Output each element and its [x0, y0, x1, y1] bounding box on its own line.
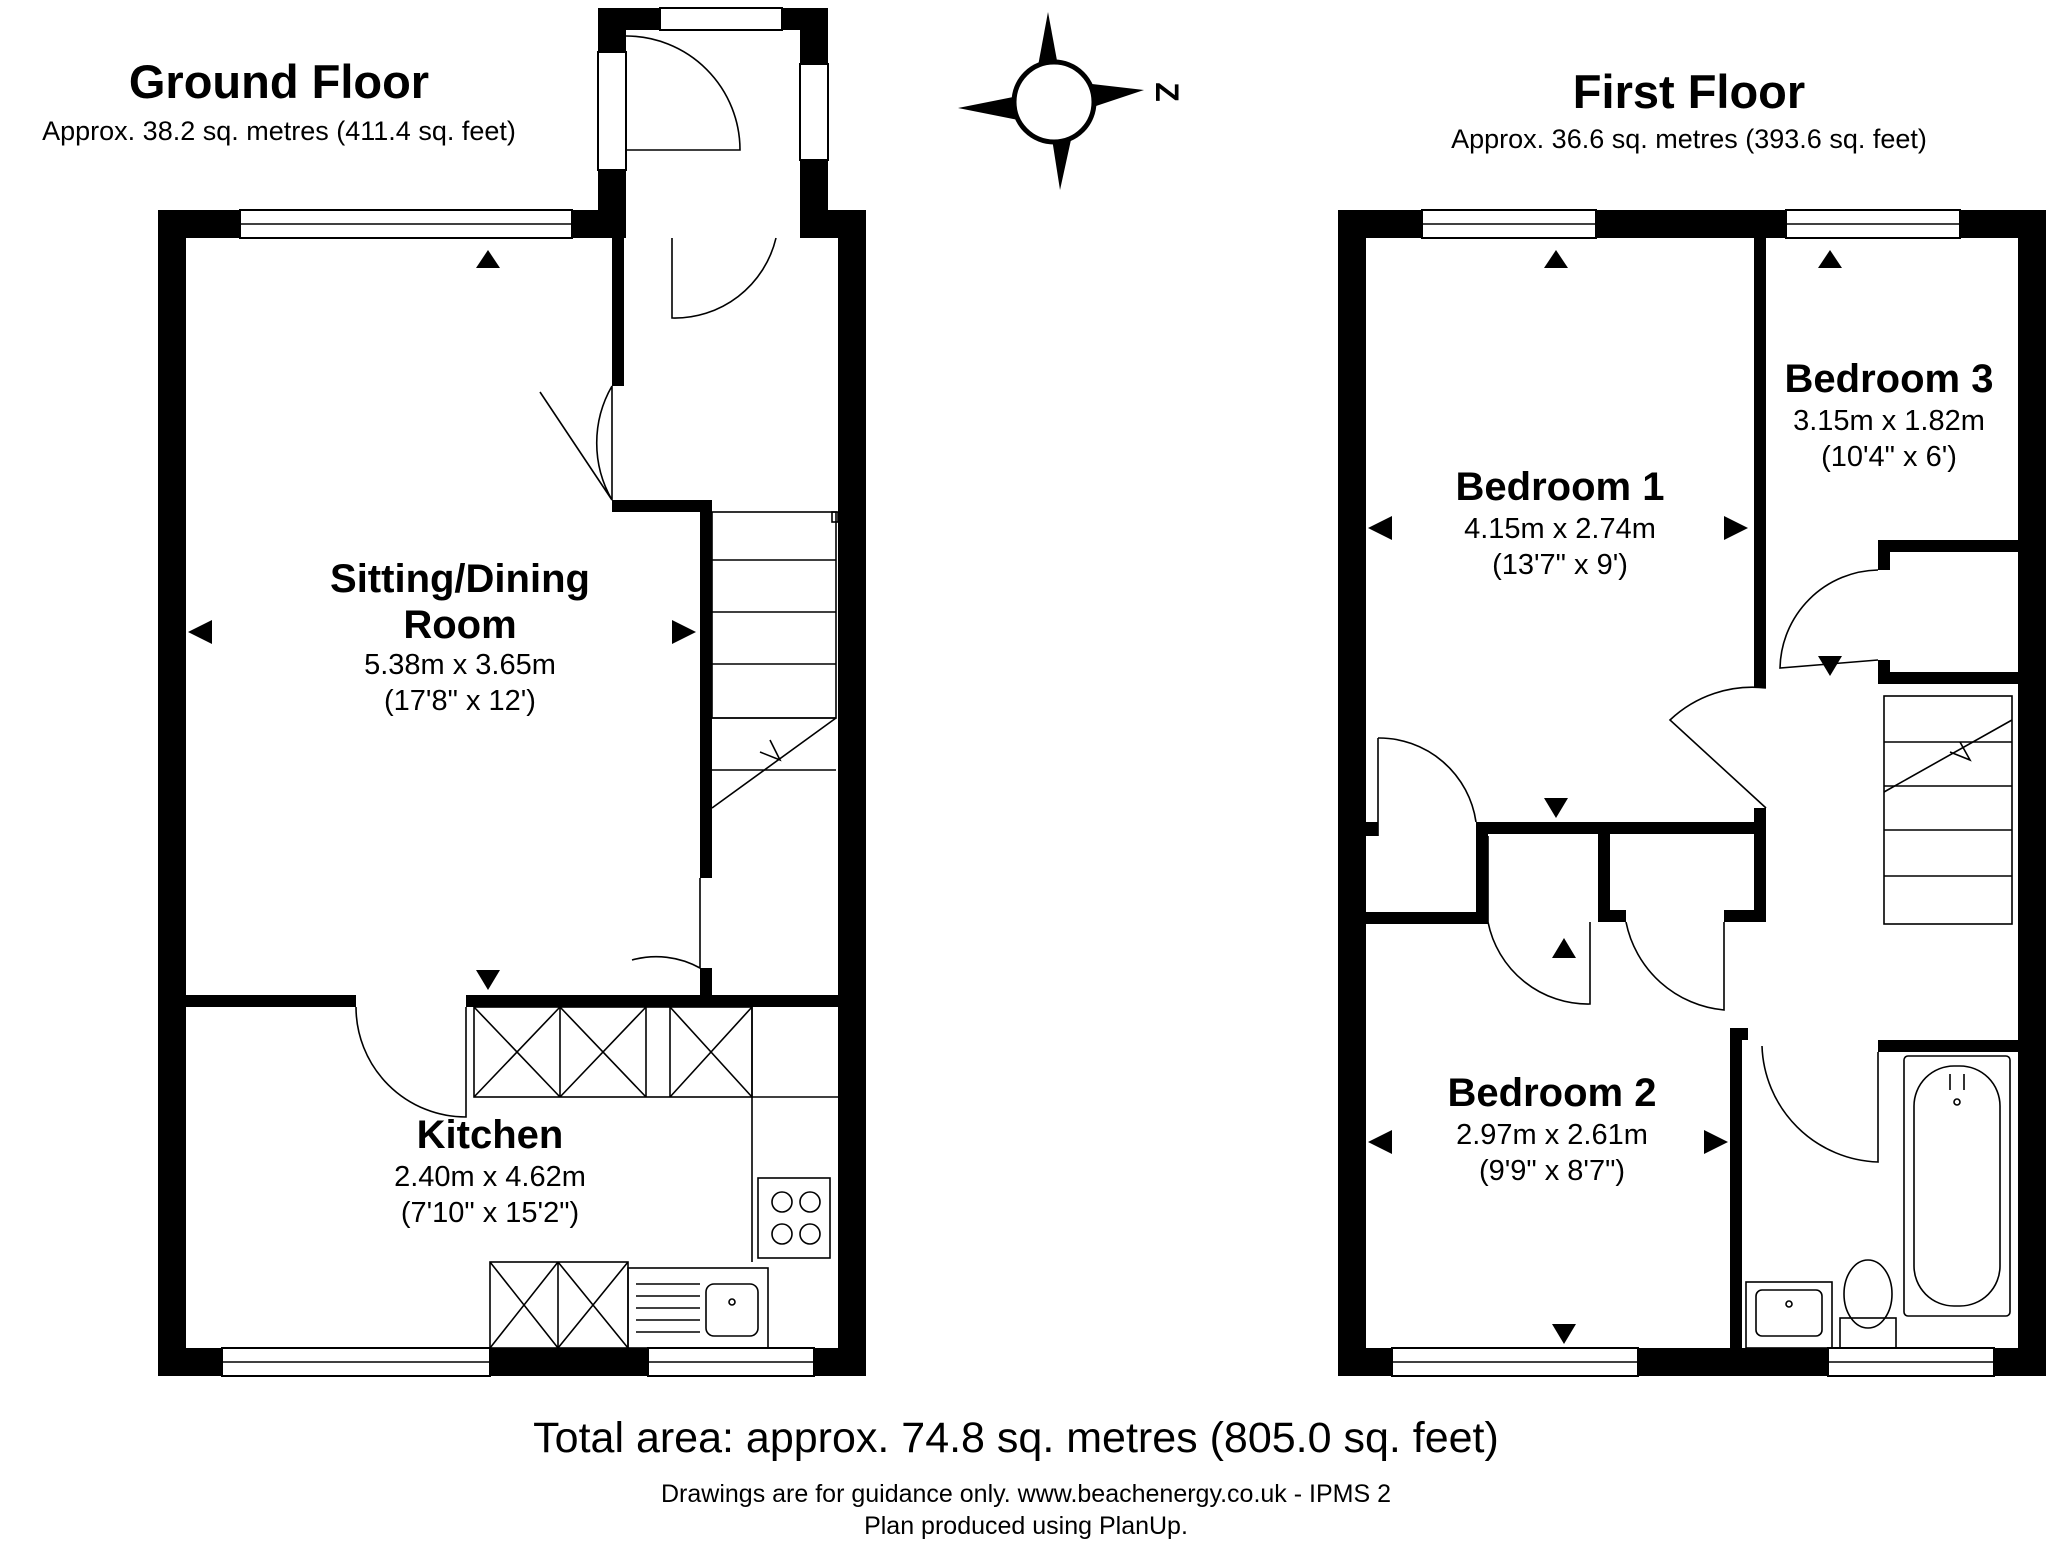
room-bedroom-1-imperial: (13'7" x 9') — [1492, 549, 1628, 581]
room-sitting-dining-name-line1: Sitting/Dining — [330, 557, 590, 601]
ground-floor-plan — [158, 7, 866, 1377]
first-floor-title: First Floor — [1573, 65, 1805, 118]
room-bedroom-2-name: Bedroom 2 — [1448, 1071, 1657, 1115]
room-bedroom-2-metric: 2.97m x 2.61m — [1456, 1119, 1648, 1151]
room-sitting-dining-metric: 5.38m x 3.65m — [364, 649, 556, 681]
room-kitchen-name: Kitchen — [417, 1113, 564, 1157]
room-bedroom-3-imperial: (10'4" x 6') — [1821, 441, 1957, 473]
room-sitting-dining-name-line2: Room — [403, 603, 516, 647]
room-bedroom-3-metric: 3.15m x 1.82m — [1793, 405, 1985, 437]
plan-credit: Plan produced using PlanUp. — [864, 1512, 1188, 1540]
disclaimer: Drawings are for guidance only. www.beac… — [661, 1480, 1391, 1508]
room-bedroom-1-metric: 4.15m x 2.74m — [1464, 513, 1656, 545]
room-kitchen-imperial: (7'10" x 15'2") — [401, 1197, 579, 1229]
room-bedroom-2-imperial: (9'9" x 8'7") — [1479, 1155, 1625, 1187]
ground-floor-area: Approx. 38.2 sq. metres (411.4 sq. feet) — [42, 116, 516, 146]
first-floor-area: Approx. 36.6 sq. metres (393.6 sq. feet) — [1451, 124, 1927, 154]
room-kitchen-metric: 2.40m x 4.62m — [394, 1161, 586, 1193]
room-bedroom-3-name: Bedroom 3 — [1785, 357, 1994, 401]
compass-label: Z — [1149, 82, 1185, 102]
compass-icon — [958, 12, 1144, 190]
room-sitting-dining-imperial: (17'8" x 12') — [384, 685, 536, 717]
first-floor-plan — [1338, 209, 2046, 1377]
room-bedroom-1-name: Bedroom 1 — [1456, 465, 1665, 509]
total-area: Total area: approx. 74.8 sq. metres (805… — [533, 1414, 1499, 1462]
ground-floor-title: Ground Floor — [129, 55, 429, 108]
